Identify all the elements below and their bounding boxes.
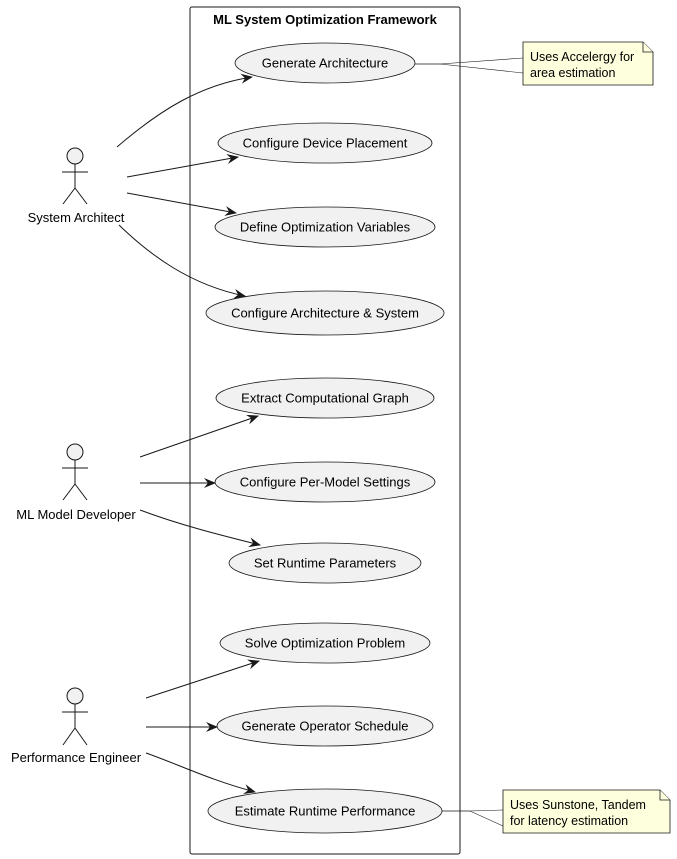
actor-ml-model-developer bbox=[62, 443, 88, 501]
svg-text:Extract Computational Graph: Extract Computational Graph bbox=[241, 390, 409, 405]
svg-text:Configure Architecture & Syste: Configure Architecture & System bbox=[231, 305, 419, 320]
note-sunstone: Uses Sunstone, Tandem for latency estima… bbox=[442, 789, 671, 834]
svg-text:Generate Architecture: Generate Architecture bbox=[262, 55, 388, 70]
actor-performance-engineer bbox=[62, 687, 88, 746]
assoc-arrow-developer-computational-graph bbox=[139, 414, 259, 458]
assoc-arrow-architect-device-placement bbox=[126, 154, 239, 178]
svg-text:Set Runtime Parameters: Set Runtime Parameters bbox=[254, 555, 397, 570]
actor-system-architect bbox=[62, 147, 88, 205]
svg-text:Solve Optimization Problem: Solve Optimization Problem bbox=[245, 635, 405, 650]
usecase-extract-computational-graph: Extract Computational Graph bbox=[215, 377, 435, 419]
assoc-arrow-engineer-runtime-performance bbox=[145, 752, 256, 794]
actor-label-ml-model-developer: ML Model Developer bbox=[16, 507, 136, 522]
usecase-configure-architecture-system: Configure Architecture & System bbox=[205, 290, 445, 336]
assoc-arrow-engineer-solve-optimization bbox=[145, 659, 260, 699]
usecase-set-runtime-parameters: Set Runtime Parameters bbox=[228, 542, 422, 584]
note-sunstone-line-1: Uses Sunstone, Tandem bbox=[510, 798, 646, 812]
usecase-generate-architecture: Generate Architecture bbox=[234, 42, 416, 84]
system-title: ML System Optimization Framework bbox=[213, 12, 437, 27]
svg-text:Configure Device Placement: Configure Device Placement bbox=[243, 135, 408, 150]
assoc-arrow-developer-runtime-parameters bbox=[139, 509, 261, 548]
actor-label-performance-engineer: Performance Engineer bbox=[11, 750, 142, 765]
usecase-estimate-runtime-performance: Estimate Runtime Performance bbox=[207, 788, 443, 834]
usecase-define-optimization-variables: Define Optimization Variables bbox=[214, 206, 436, 248]
assoc-arrow-architect-architecture-system bbox=[118, 224, 246, 299]
usecase-configure-per-model-settings: Configure Per-Model Settings bbox=[214, 461, 436, 503]
note-sunstone-line-2: for latency estimation bbox=[510, 814, 628, 828]
usecase-configure-device-placement: Configure Device Placement bbox=[217, 122, 433, 164]
note-accelergy-line-1: Uses Accelergy for bbox=[530, 50, 634, 64]
usecase-generate-operator-schedule: Generate Operator Schedule bbox=[216, 705, 434, 747]
assoc-arrow-architect-optimization-variables bbox=[126, 192, 237, 216]
note-accelergy: Uses Accelergy for area estimation bbox=[415, 41, 654, 86]
svg-text:Define Optimization Variables: Define Optimization Variables bbox=[240, 219, 411, 234]
note-accelergy-line-2: area estimation bbox=[530, 66, 616, 80]
actor-label-system-architect: System Architect bbox=[28, 210, 125, 225]
svg-text:Generate Operator Schedule: Generate Operator Schedule bbox=[242, 718, 409, 733]
svg-text:Configure Per-Model Settings: Configure Per-Model Settings bbox=[240, 474, 411, 489]
assoc-arrow-architect-generate-architecture bbox=[116, 73, 253, 148]
system-boundary bbox=[189, 6, 461, 855]
svg-text:Estimate Runtime Performance: Estimate Runtime Performance bbox=[235, 803, 416, 818]
usecase-solve-optimization-problem: Solve Optimization Problem bbox=[219, 622, 431, 664]
